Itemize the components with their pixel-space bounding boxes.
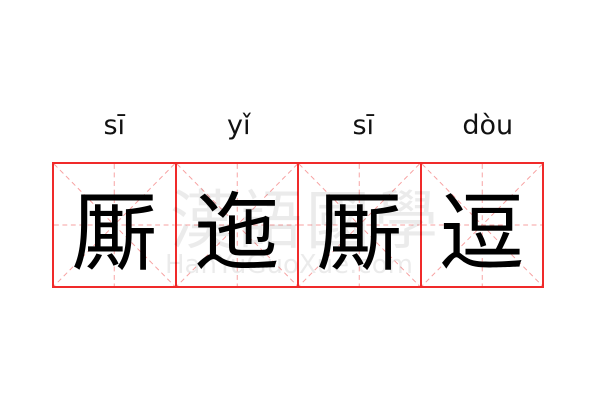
pinyin-3: sī xyxy=(352,110,375,141)
character-4: 逗 xyxy=(438,183,525,284)
guide-lines-icon xyxy=(176,164,297,286)
character-1: 厮 xyxy=(71,183,158,284)
pinyin-2: yǐ xyxy=(227,110,251,141)
character-2: 迤 xyxy=(193,183,280,284)
character-cell-4: 逗 xyxy=(419,162,544,288)
guide-lines-icon xyxy=(54,164,175,286)
character-grid: 厮 迤 厮 逗 xyxy=(52,162,550,288)
character-3: 厮 xyxy=(316,183,403,284)
character-cell-1: 厮 xyxy=(52,162,177,288)
character-cell-3: 厮 xyxy=(297,162,422,288)
watermark-chinese: 漢語國學 xyxy=(170,185,442,259)
guide-lines-icon xyxy=(421,164,542,286)
guide-lines-icon xyxy=(299,164,420,286)
character-cell-2: 迤 xyxy=(174,162,299,288)
pinyin-row: sī yǐ sī dòu xyxy=(52,108,550,144)
watermark-latin: HanYuGuoXue.com xyxy=(165,250,413,280)
pinyin-4: dòu xyxy=(462,110,514,141)
pinyin-1: sī xyxy=(103,110,126,141)
